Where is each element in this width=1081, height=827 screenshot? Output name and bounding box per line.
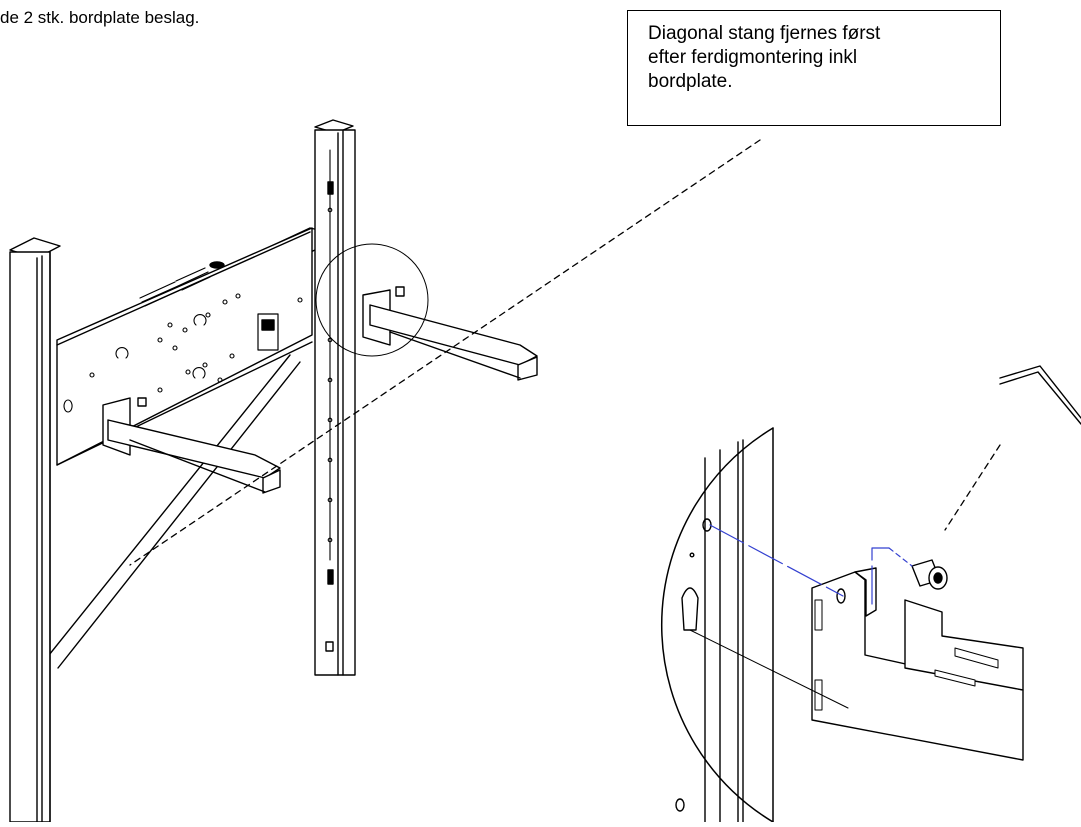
bolt-icon	[911, 559, 948, 590]
alignment-guide-lines	[709, 524, 913, 605]
note-box: Diagonal stang fjernes først efter ferdi…	[627, 10, 1001, 126]
detail-callout-circle	[315, 243, 429, 357]
crossbar-panel	[56, 227, 346, 466]
diagonal-rod	[44, 354, 301, 669]
magnified-detail	[660, 427, 1024, 823]
allen-key-icon	[999, 365, 1081, 425]
note-leader-line	[129, 139, 761, 566]
right-table-bracket	[362, 286, 538, 381]
note-line: Diagonal stang fjernes først	[648, 23, 881, 44]
note-line: bordplate.	[648, 71, 733, 92]
left-upright	[9, 237, 61, 823]
instruction-caption: de 2 stk. bordplate beslag.	[0, 8, 200, 27]
left-table-bracket	[102, 397, 281, 494]
note-line: efter ferdigmontering inkl	[648, 47, 858, 68]
right-upright	[314, 119, 356, 676]
wrench-leader-line	[944, 444, 1001, 531]
